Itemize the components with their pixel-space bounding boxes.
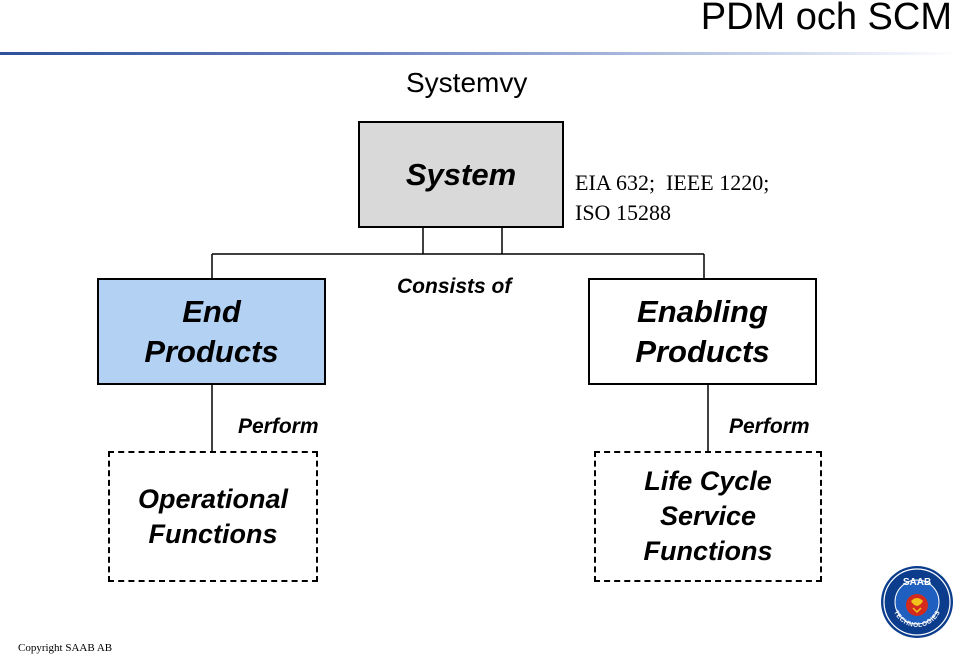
slide-title: PDM och SCM [700,0,952,38]
end-products-box: End Products [97,278,326,385]
title-underline [0,52,960,55]
system-label: System [405,156,517,192]
system-box: System [358,121,564,228]
enabling-products-box: Enabling Products [588,278,817,385]
operational-functions-label: Operational Functions [137,483,289,549]
perform-label-left: Perform [238,415,319,438]
end-products-label: End Products [144,293,279,369]
operational-functions-box: Operational Functions [108,451,318,582]
lifecycle-functions-label: Life Cycle Service Functions [643,466,773,566]
enabling-products-label: Enabling Products [635,293,770,369]
lifecycle-functions-box: Life Cycle Service Functions [594,451,822,582]
consists-of-label: Consists of [397,275,512,298]
standards-label: EIA 632; IEEE 1220; ISO 15288 [575,170,770,225]
saab-logo-icon: SAAB TECHNOLOGIES [881,566,953,638]
perform-label-right: Perform [729,415,810,438]
copyright-footer: Copyright SAAB AB [18,642,113,654]
slide-subtitle: Systemvy [406,67,528,98]
logo-wordmark: SAAB [903,577,931,588]
